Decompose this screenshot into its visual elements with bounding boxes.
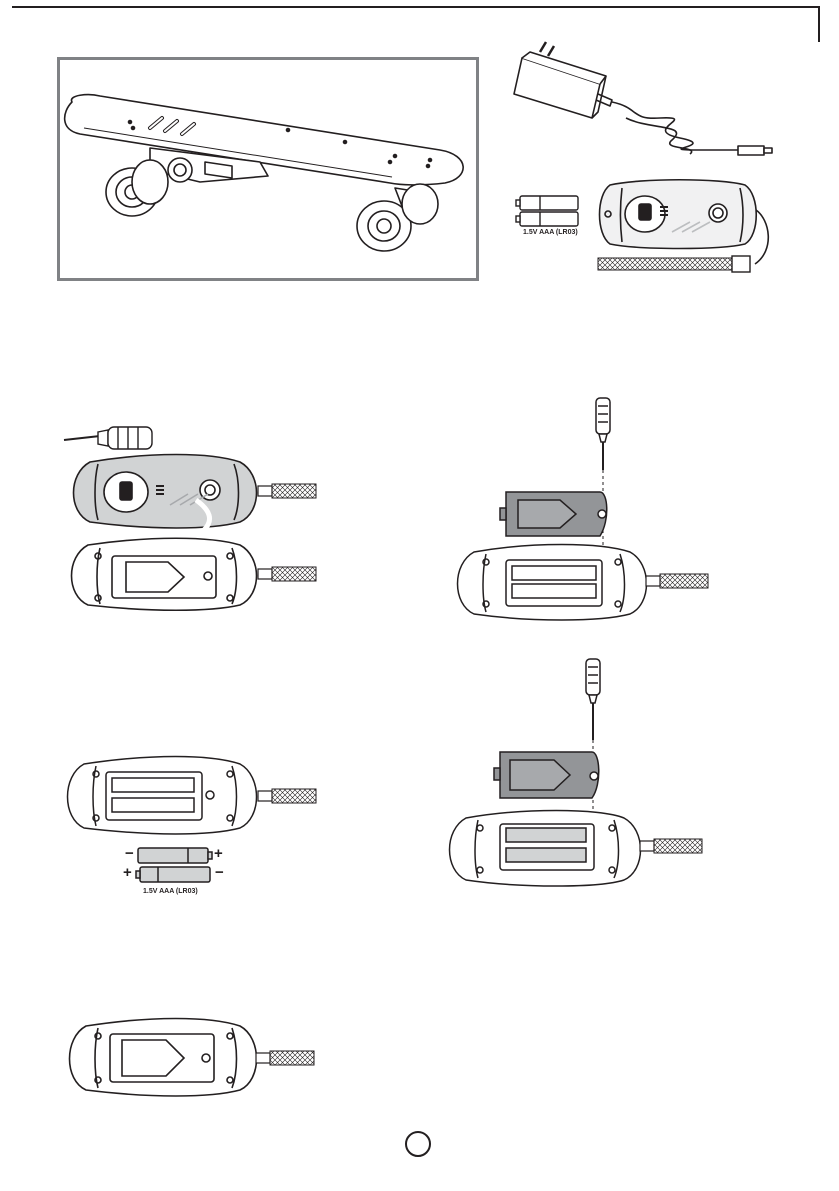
page-number-circle [405, 1131, 431, 1157]
